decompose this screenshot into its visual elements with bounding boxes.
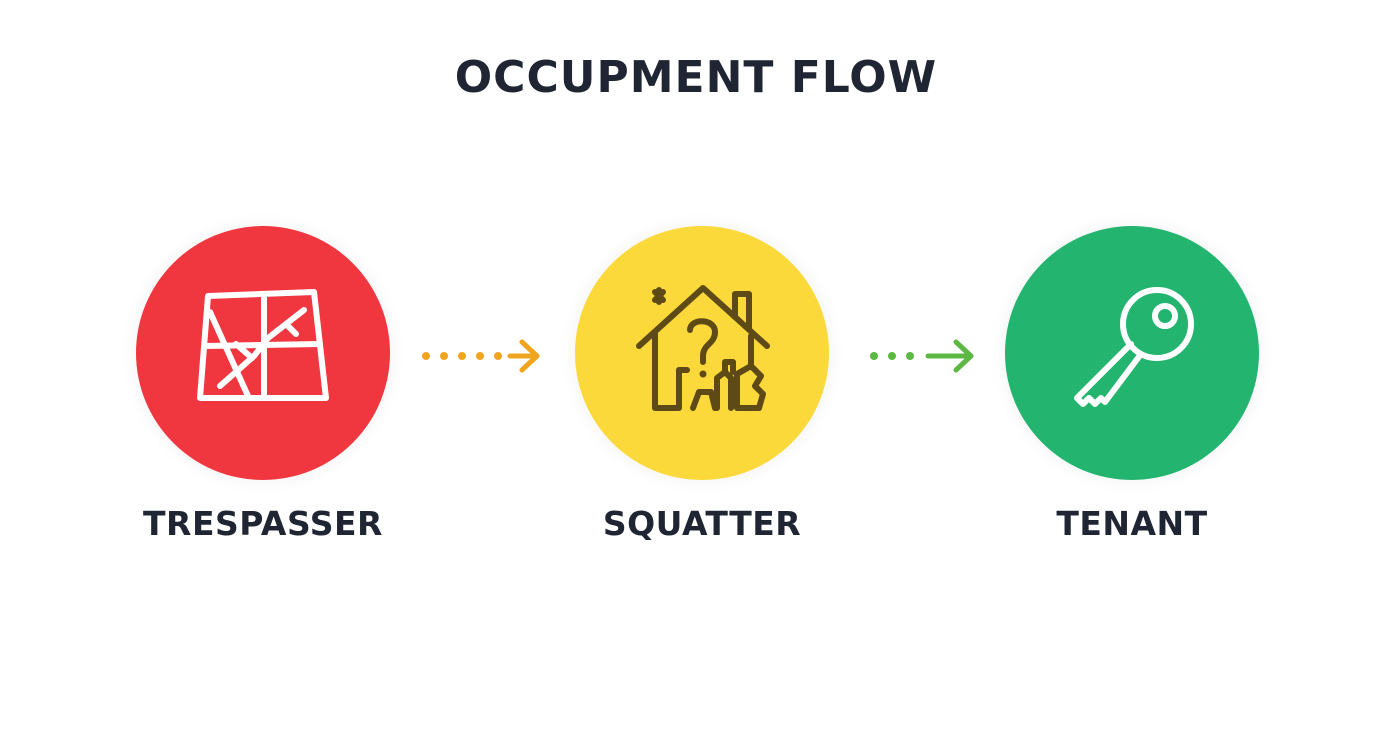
dotted-arrow-right-icon bbox=[422, 339, 540, 373]
key-icon bbox=[1074, 287, 1194, 407]
broken-window-icon bbox=[197, 289, 329, 401]
trespasser-circle bbox=[136, 226, 390, 480]
dotted-arrow-right-icon bbox=[870, 339, 974, 373]
trespasser-label: TRESPASSER bbox=[143, 504, 383, 543]
house-question-icon bbox=[636, 285, 770, 411]
squatter-circle bbox=[575, 226, 829, 480]
tenant-circle bbox=[1005, 226, 1259, 480]
squatter-label: SQUATTER bbox=[602, 504, 802, 543]
diagram-title: OCCUPMENT FLOW bbox=[454, 52, 938, 103]
tenant-label: TENANT bbox=[1056, 504, 1208, 543]
